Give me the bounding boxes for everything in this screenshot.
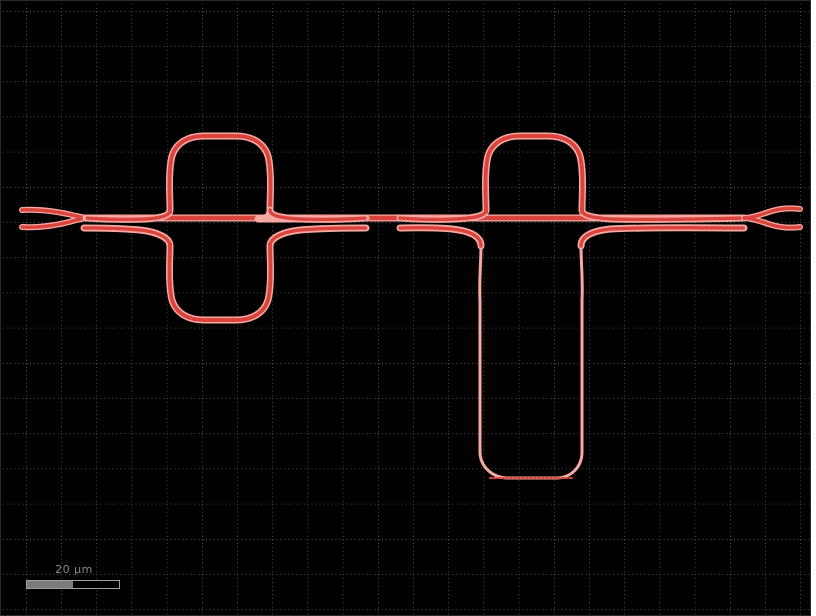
right-racetrack-lower-left-arm-hatch bbox=[398, 226, 483, 248]
left-racetrack-upper-right-arm-hatch bbox=[268, 208, 368, 222]
left-racetrack-upper bbox=[166, 132, 314, 223]
right-racetrack-lower-right-arm-hatch bbox=[579, 226, 746, 248]
taper-left-input-lower-hatch bbox=[20, 216, 90, 229]
right-racetrack-upper-right-arm-hatch bbox=[580, 208, 746, 222]
left-racetrack-upper-left-arm bbox=[82, 206, 174, 223]
scale-bar: 20 µm bbox=[26, 563, 122, 597]
left-racetrack-lower-right-arm bbox=[266, 224, 370, 250]
right-racetrack-upper-left-arm bbox=[396, 206, 490, 223]
left-racetrack-upper-right-arm bbox=[266, 206, 370, 223]
taper-left-input-lower bbox=[19, 215, 91, 231]
taper-right-output-lower bbox=[741, 215, 803, 231]
scale-bar-fill bbox=[27, 581, 73, 588]
taper-right-output-lower-hatch bbox=[742, 216, 802, 230]
taper-left-input-upper bbox=[19, 206, 91, 221]
scale-bar-track bbox=[26, 580, 120, 589]
left-racetrack-lower-right-arm-hatch bbox=[268, 226, 368, 248]
right-racetrack-upper-hatch bbox=[483, 134, 585, 214]
left-racetrack-lower-left-arm-hatch bbox=[82, 226, 172, 248]
taper-left-input-upper-hatch bbox=[20, 208, 90, 220]
taper-right-output-upper bbox=[741, 205, 803, 221]
right-racetrack-lower bbox=[478, 244, 584, 480]
left-racetrack-lower-hatch bbox=[167, 242, 273, 322]
right-racetrack-upper-left-arm-hatch bbox=[398, 208, 488, 222]
waveguide-layer bbox=[19, 132, 803, 480]
left-racetrack-upper-left-arm-hatch bbox=[84, 208, 172, 222]
left-racetrack-lower-left-arm bbox=[80, 224, 174, 250]
taper-right-output-upper-hatch bbox=[742, 206, 802, 220]
scale-bar-label: 20 µm bbox=[55, 563, 93, 576]
right-racetrack-upper bbox=[482, 132, 586, 214]
right-racetrack-lower-left-arm bbox=[396, 224, 485, 250]
left-racetrack-lower bbox=[166, 242, 274, 324]
right-racetrack-upper-right-arm bbox=[578, 206, 748, 223]
right-racetrack-lower-right-arm bbox=[577, 224, 748, 250]
left-racetrack-upper-hatch bbox=[167, 134, 273, 214]
